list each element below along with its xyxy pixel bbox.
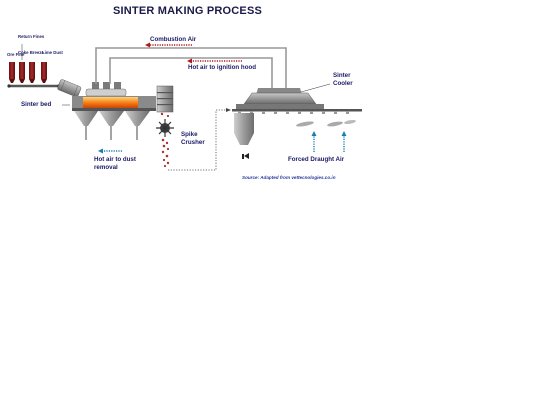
cooler-grate [232,109,362,112]
ore-fine-bin [9,62,15,83]
combustion-air-arrow [145,42,192,48]
sinter-machine [62,82,156,140]
return-fines-bin [29,62,35,83]
sinter-bed-label: Sinter bed [21,101,52,108]
coke-breeze-label: Coke Breeze [18,50,44,55]
ore-fine-label: Ore Fine [7,52,25,57]
lime-dust-bin [41,62,47,83]
return-air-pipes [95,47,287,90]
combustion-air-label: Combustion Air [150,36,197,43]
feed-bins [9,44,47,83]
spike-crusher-label: Spike Crusher [181,131,205,146]
ignition-hood [85,88,127,97]
mixing-drum [57,79,82,98]
feed-conveyor [7,84,61,88]
coke-breeze-bin [19,62,25,83]
hot-air-ignition-label: Hot air to ignition hood [188,64,257,71]
cooler-hopper [234,133,254,145]
hot-air-dust-label: Hot air to dust removal [94,156,136,171]
sinter-cooler-pointer [300,83,331,93]
source-credit: Source: Adapted from vettecnologies.co.i… [242,175,336,180]
small-fan-icon [242,153,249,159]
crushed-sinter [160,112,170,168]
return-fines-label: Return Fines [18,34,45,39]
forced-draught-label: Forced Draught Air [288,156,345,163]
spike-crusher [156,112,174,168]
cooler-fans [296,119,356,127]
hot-air-dust-arrow [98,148,122,154]
discharge-chute [156,85,174,113]
hot-air-ignition-arrow [187,58,242,64]
sinter-bed-fire [83,97,138,109]
lime-dust-label: Lime Dust [42,50,63,55]
forced-draught-arrows [311,131,347,152]
sinter-cooler-label: Sinter Cooler [333,72,353,87]
sinter-cooler [232,83,362,145]
diagram-title: SINTER MAKING PROCESS [113,5,263,17]
